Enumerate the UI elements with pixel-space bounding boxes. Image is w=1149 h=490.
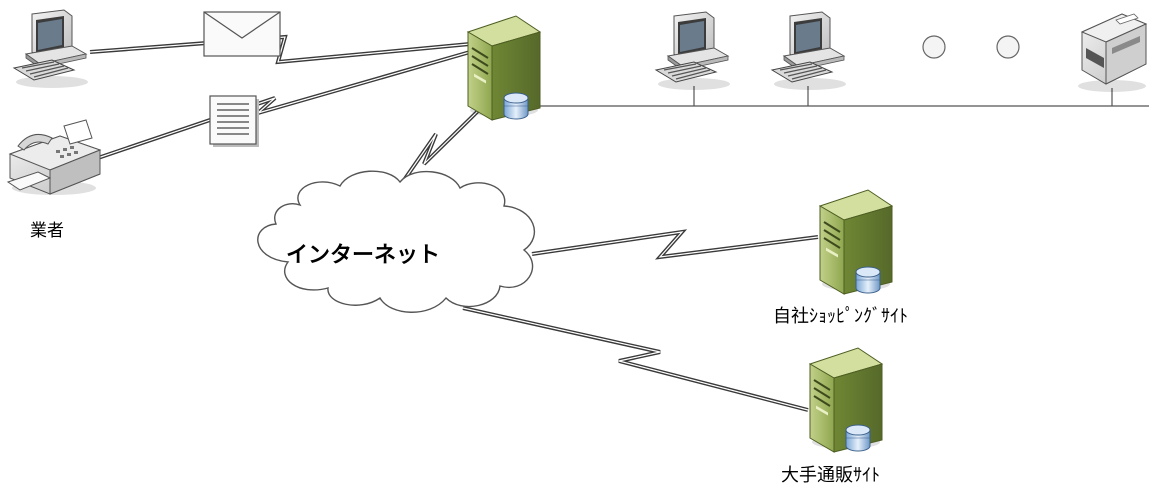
link-internet-major-shop	[462, 306, 809, 412]
printer-icon	[1078, 13, 1148, 92]
vendor-label: 業者	[30, 221, 64, 241]
own-shop-server-icon	[819, 189, 893, 295]
internet-label: インターネット	[286, 243, 441, 268]
document-icon	[209, 95, 260, 148]
lan-bus	[536, 86, 1149, 107]
server-tower-icon	[467, 15, 541, 121]
lan-pc-1-icon	[655, 11, 731, 91]
vendor-pc-icon	[13, 9, 89, 89]
own-shop-label: 自社ｼｮｯﾋﾟﾝｸﾞｻｲﾄ	[773, 306, 908, 327]
envelope-icon	[203, 11, 281, 57]
link-internet-own-shop	[531, 229, 819, 260]
ellipsis-dot-1	[922, 35, 946, 59]
major-shop-server-icon	[809, 347, 883, 453]
cloud-icon	[257, 170, 535, 313]
ellipsis-dot-2	[996, 35, 1020, 59]
major-shop-label: 大手通販ｻｲﾄ	[781, 465, 880, 486]
fax-machine-icon	[6, 119, 102, 195]
lan-pc-2-icon	[771, 11, 847, 91]
